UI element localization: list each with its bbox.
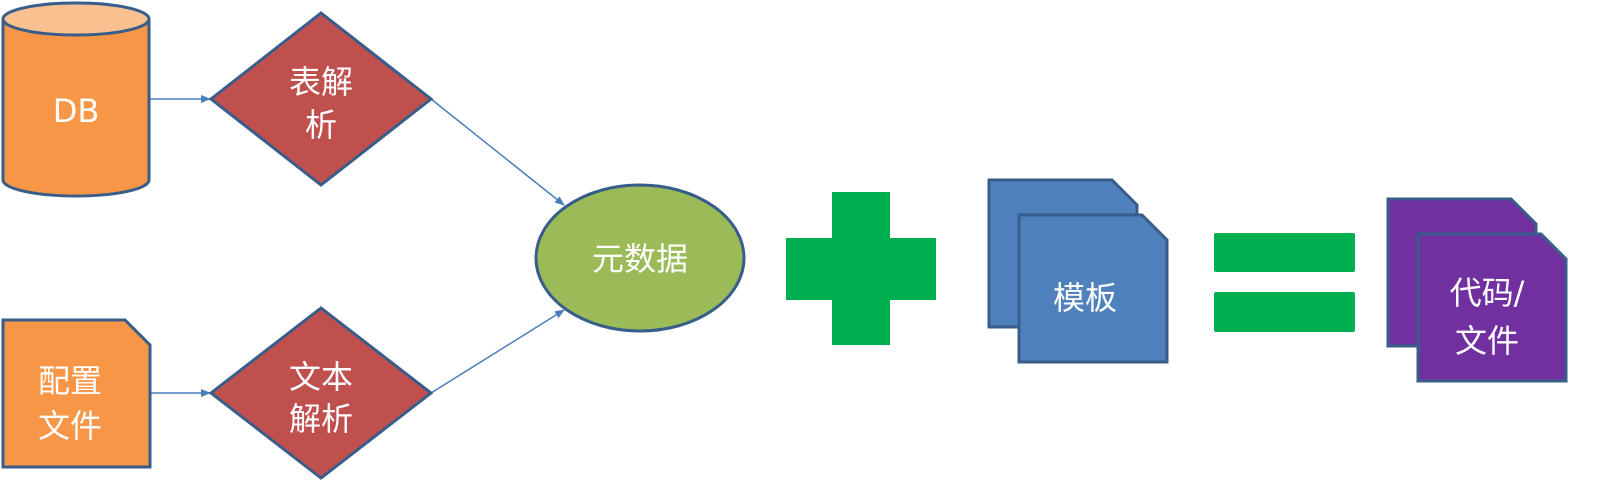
- table-parse-label-line1: 表解: [289, 63, 353, 101]
- output-label-line1: 代码/: [1450, 274, 1525, 312]
- text-parse-node: 文本 解析: [208, 306, 434, 480]
- database-node: DB: [1, 1, 151, 198]
- metadata-label: 元数据: [592, 240, 688, 278]
- output-label-line2: 文件: [1455, 322, 1519, 360]
- metadata-node: 元数据: [534, 183, 746, 333]
- template-node: 模板: [987, 178, 1169, 364]
- config-file-label-line2: 文件: [38, 407, 102, 445]
- equals-icon: [1214, 233, 1355, 332]
- table-parse-node: 表解 析: [208, 11, 434, 187]
- config-file-node: 配置 文件: [1, 318, 152, 469]
- database-label: DB: [53, 92, 100, 130]
- template-label: 模板: [1053, 279, 1117, 317]
- arrow-table-parse-to-metadata: [430, 98, 565, 206]
- text-parse-label-line2: 解析: [289, 400, 353, 438]
- output-node: 代码/ 文件: [1386, 197, 1568, 383]
- config-file-label-line1: 配置: [38, 362, 102, 400]
- text-parse-label-line1: 文本: [289, 358, 353, 396]
- arrow-text-parse-to-metadata: [430, 309, 565, 394]
- table-parse-label-line2: 析: [305, 106, 337, 144]
- plus-icon: [786, 192, 936, 345]
